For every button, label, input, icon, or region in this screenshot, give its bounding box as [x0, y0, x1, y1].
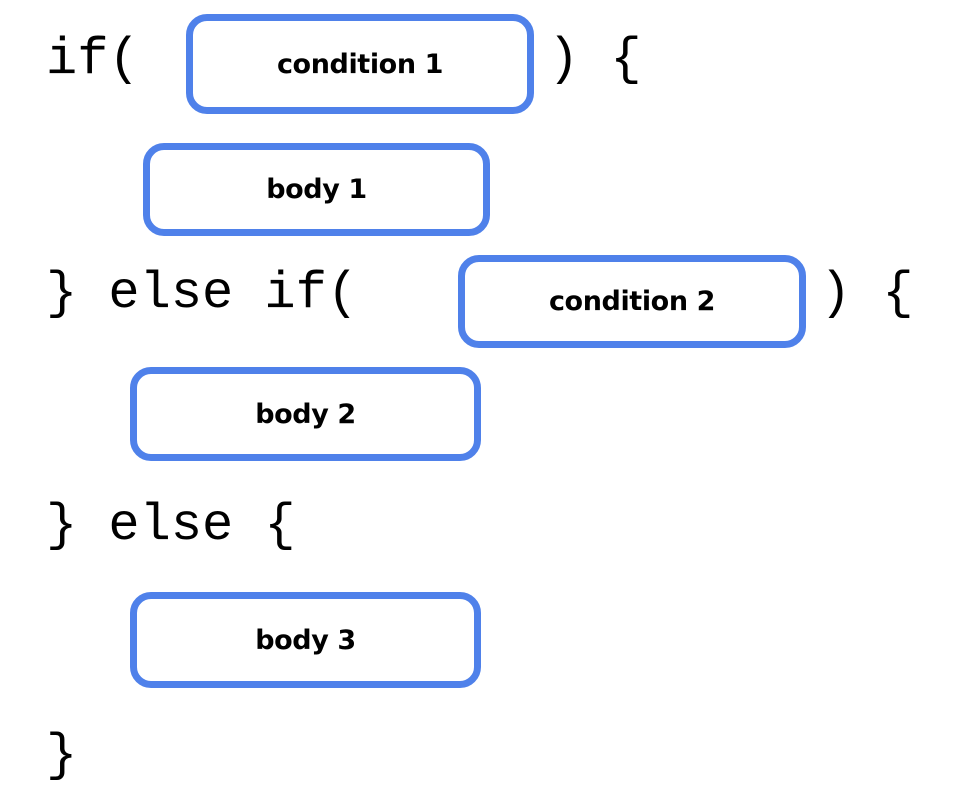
slot-condition-2[interactable]: condition 2 — [458, 255, 806, 348]
slot-condition-1[interactable]: condition 1 — [186, 14, 534, 114]
code-text-if-keyword: if( — [46, 30, 140, 89]
slot-body-2-label: body 2 — [255, 398, 356, 430]
code-text-else-keyword: } else { — [46, 496, 296, 555]
slot-body-1-label: body 1 — [266, 174, 367, 205]
slot-condition-2-label: condition 2 — [548, 286, 716, 317]
slot-body-1[interactable]: body 1 — [143, 143, 490, 236]
slot-body-3[interactable]: body 3 — [130, 592, 481, 688]
slot-body-3-label: body 3 — [255, 624, 356, 656]
code-text-else-if-keyword: } else if( — [46, 264, 359, 323]
code-text-if-tail: ) { — [548, 30, 642, 89]
code-text-else-if-tail: ) { — [820, 264, 914, 323]
slot-condition-1-label: condition 1 — [276, 48, 444, 80]
slot-body-2[interactable]: body 2 — [130, 367, 481, 461]
code-text-closing-brace: } — [46, 726, 78, 785]
